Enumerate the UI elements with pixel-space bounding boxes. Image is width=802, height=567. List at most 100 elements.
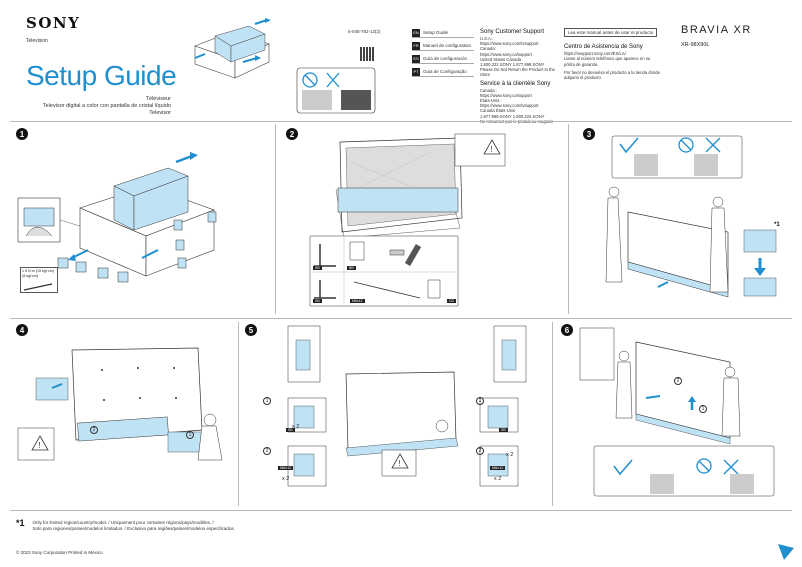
latam-support-title: Centro de Asistencia de Sony: [564, 44, 643, 51]
screw-count: x 2: [292, 424, 300, 430]
divider: [552, 322, 553, 506]
step2-tv-illustration: !: [309, 133, 506, 307]
screw-count: x 2: [282, 476, 290, 482]
latam-support-line: Llame al número telefónico que aparece e…: [564, 56, 651, 62]
language-label: Setup Guide: [423, 30, 449, 35]
support-line: Please Do Not Return the Product to the …: [480, 67, 555, 78]
screw-count: x 2: [494, 476, 502, 482]
warning-triangle-icon: [391, 453, 409, 469]
prohibited-icon: [696, 458, 712, 474]
warning-triangle-icon: [483, 139, 501, 155]
support-line: États-Unis :: [480, 98, 502, 104]
language-label: Manuel de configuration: [423, 43, 472, 48]
subtitles: Téléviseur Televisor digital a color con…: [43, 96, 171, 117]
footnote-marker: *1: [774, 222, 780, 228]
read-first-notice: Lea este manual antes de usar el product…: [564, 28, 658, 38]
step6-stand-upright-illustration: [579, 327, 775, 497]
step-marker: 1: [699, 405, 707, 413]
latam-support-block: Lea este manual antes de usar el product…: [564, 28, 662, 80]
language-item: EN Setup Guide: [412, 28, 474, 38]
torque-spec: 1.5 N·m (15 kgf·cm) (5 kgf·cm): [20, 267, 58, 293]
svg-text:!: !: [490, 145, 492, 154]
warning-panel-illustration: [296, 67, 376, 114]
part-tag: SB: [286, 428, 295, 432]
step-marker: 2: [90, 426, 98, 434]
screwdriver-icon: [23, 283, 53, 291]
part-tag: M6x12: [350, 299, 365, 303]
footnote: *1 Only for limited region/country/model…: [16, 518, 235, 532]
screw-count: x 2: [506, 452, 514, 458]
step-marker: 1: [476, 397, 484, 405]
part-tag: CD: [447, 299, 457, 303]
step-number-6: 6: [561, 324, 573, 336]
part-number: 5-048-782-12(2): [348, 29, 381, 34]
qr-code-icon[interactable]: [360, 47, 374, 61]
torque-value-alt: (5 kgf·cm): [22, 273, 39, 278]
step4-stand-illustration: !: [17, 347, 223, 461]
divider: [10, 318, 792, 319]
page-title: Setup Guide: [26, 60, 177, 91]
support-url-ca[interactable]: https://www.sony.ca/support: [480, 51, 532, 57]
step-number-3: 3: [583, 128, 595, 140]
support-url-us[interactable]: https://www.sony.com/tvsupport: [480, 41, 539, 47]
subtitle-fr: Téléviseur: [145, 96, 171, 102]
support-title-fr: Service à la clientèle Sony: [480, 80, 551, 87]
latam-support-line: póliza de garantía: [564, 61, 598, 67]
divider: [275, 124, 276, 314]
step3-lifting-illustration: [605, 135, 777, 298]
warning-triangle-icon: [31, 435, 49, 451]
support-url-us-fr[interactable]: https://www.sony.com/tvsupport: [480, 103, 539, 109]
language-item: FR Manuel de configuration: [412, 41, 474, 51]
subtitle-pt: Televisor: [149, 110, 171, 116]
svg-text:!: !: [38, 441, 40, 450]
divider: [10, 510, 792, 511]
language-code: PT: [412, 67, 420, 76]
support-phone: 1.800.222.SONY 1.877.899.SONY: [480, 62, 545, 68]
corner-logo-icon: [778, 544, 794, 560]
prohibited-icon: [302, 72, 318, 88]
divider: [238, 322, 239, 506]
divider: [10, 121, 792, 122]
prohibited-icon: [678, 137, 694, 153]
check-icon: [619, 137, 639, 154]
step-number-2: 2: [286, 128, 298, 140]
language-list: EN Setup Guide FR Manuel de configuratio…: [412, 28, 474, 80]
footnote-line: Only for limited region/country/model. /…: [32, 520, 214, 525]
part-tag: SB: [499, 428, 508, 432]
part-tag: BB: [347, 266, 356, 270]
support-phone-fr: 1.877.899.SONY 1.800.222.SONY: [480, 113, 545, 119]
product-type: Television: [26, 38, 48, 44]
step-marker: 1: [186, 431, 194, 439]
support-line: U.S.A.:: [480, 36, 494, 41]
step-number-4: 4: [16, 324, 28, 336]
customer-support-block: Sony Customer Support U.S.A.: https://ww…: [480, 28, 562, 124]
check-icon: [613, 459, 633, 476]
support-line: United States Canada: [480, 56, 521, 62]
packaging-box-illustration: [194, 18, 271, 79]
support-line: Canada :: [480, 87, 497, 93]
language-item: ES Guía de configuración: [412, 54, 474, 64]
part-tag: SB: [313, 266, 322, 270]
latam-support-line: Por favor no devuelva el producto a la t…: [564, 69, 660, 75]
support-line: Canada États-Unis: [480, 108, 516, 114]
step-marker: 2: [476, 447, 484, 455]
latam-support-url[interactable]: https://esupport.sony.com/ES/LA/: [564, 51, 626, 57]
subtitle-es: Televisor digital a color con pantalla d…: [42, 103, 171, 109]
support-title: Sony Customer Support: [480, 29, 545, 35]
support-line: Canada:: [480, 46, 496, 52]
series-logo: BRAVIA XR: [681, 24, 752, 36]
language-label: Guia de Configuração: [423, 69, 467, 74]
step-number-1: 1: [16, 128, 28, 140]
part-tag: SB: [313, 299, 322, 303]
torque-value: 1.5 N·m (15 kgf·cm): [22, 269, 54, 273]
support-url-ca-fr[interactable]: https://www.sony.ca/support: [480, 92, 532, 98]
sony-logo: SONY: [26, 14, 81, 32]
language-code: FR: [412, 41, 420, 50]
language-item: PT Guia de Configuração: [412, 67, 474, 77]
step5-stand-attach-illustration: !: [287, 325, 527, 487]
language-code: EN: [412, 28, 420, 37]
latam-support-line: adquirió el producto: [564, 75, 601, 81]
step-marker: 2: [674, 377, 682, 385]
footnote-marker: *1: [16, 518, 25, 528]
step1-unpacking-illustration: [17, 152, 217, 283]
